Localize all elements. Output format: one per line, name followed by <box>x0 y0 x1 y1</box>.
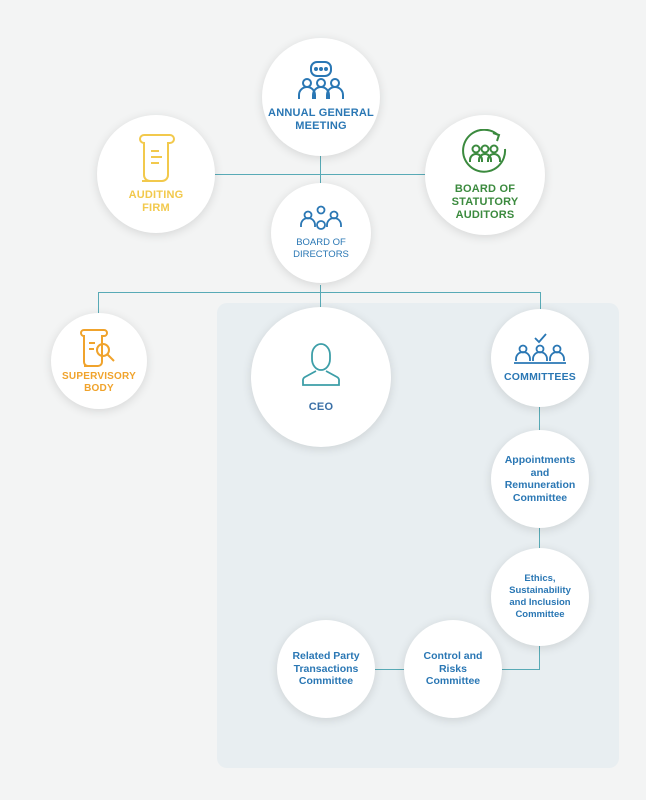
scroll-document-icon <box>139 134 175 182</box>
node-appointments-remuneration-committee[interactable]: Appointments and Remuneration Committee <box>491 430 589 528</box>
node-ethics-sustainability-committee[interactable]: Ethics, Sustainability and Inclusion Com… <box>491 548 589 646</box>
node-label: Related Party Transactions Committee <box>292 650 360 688</box>
node-related-party-transactions-committee[interactable]: Related Party Transactions Committee <box>277 620 375 718</box>
node-board-of-directors[interactable]: BOARD OF DIRECTORS <box>271 183 371 283</box>
node-label: BOARD OF STATUTORY AUDITORS <box>451 182 519 221</box>
node-control-risks-committee[interactable]: Control and Risks Committee <box>404 620 502 718</box>
node-label: COMMITTEES <box>504 370 576 383</box>
node-label: ANNUAL GENERAL MEETING <box>268 107 374 132</box>
board-group-icon <box>300 205 342 230</box>
connector-to-committees <box>540 292 541 312</box>
node-annual-general-meeting[interactable]: ANNUAL GENERAL MEETING <box>262 38 380 156</box>
node-label: Control and Risks Committee <box>423 650 483 688</box>
node-committees[interactable]: COMMITTEES <box>491 309 589 407</box>
node-label: BOARD OF DIRECTORS <box>293 236 349 261</box>
node-label: SUPERVISORY BODY <box>62 370 136 394</box>
connector-auditors-horizontal <box>210 174 440 175</box>
committee-check-icon <box>514 332 566 364</box>
connector-split-horizontal <box>98 292 541 293</box>
node-board-of-statutory-auditors[interactable]: BOARD OF STATUTORY AUDITORS <box>425 115 545 235</box>
meeting-chat-icon <box>298 61 344 99</box>
node-label: Appointments and Remuneration Committee <box>504 454 576 504</box>
node-auditing-firm[interactable]: AUDITING FIRM <box>97 115 215 233</box>
connector-to-supervisory <box>98 292 99 320</box>
connector-agm-to-board <box>320 150 321 190</box>
node-label: Ethics, Sustainability and Inclusion Com… <box>509 573 571 620</box>
document-search-icon <box>80 328 115 367</box>
node-ceo[interactable]: CEO <box>251 307 391 447</box>
node-label: CEO <box>308 400 334 413</box>
group-cycle-icon <box>462 128 507 173</box>
connector-committees-chain <box>539 402 540 670</box>
node-supervisory-body[interactable]: SUPERVISORY BODY <box>51 313 147 409</box>
connector-board-to-split <box>320 285 321 307</box>
node-label: AUDITING FIRM <box>128 189 184 214</box>
person-icon <box>302 342 340 386</box>
